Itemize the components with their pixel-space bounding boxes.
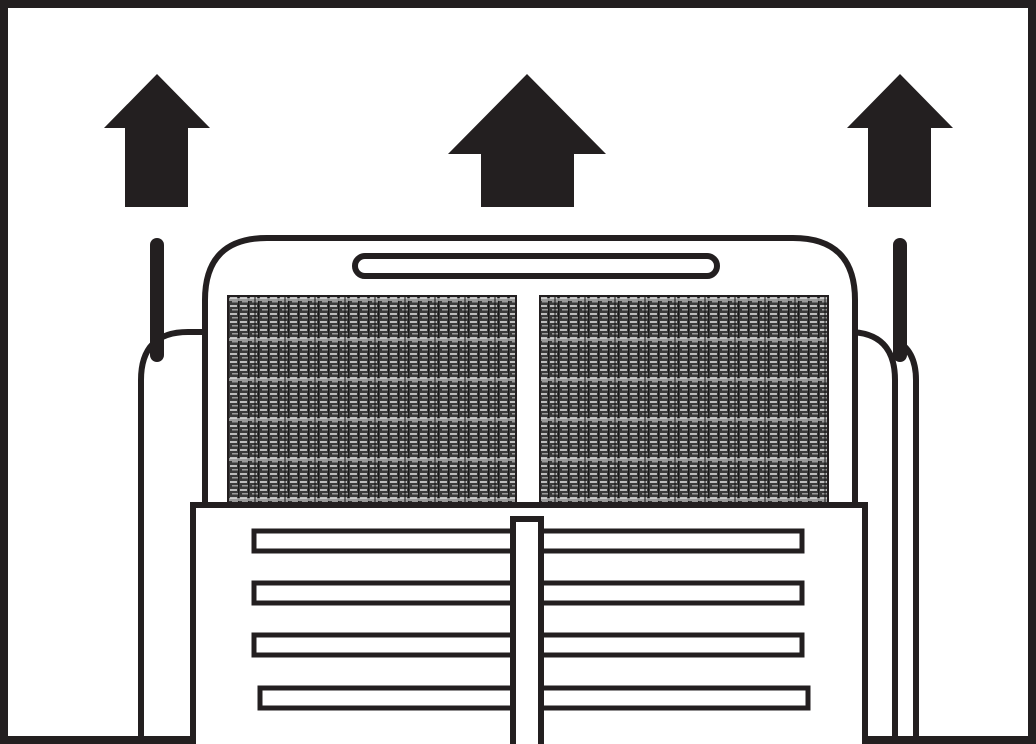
up-arrow-icon xyxy=(448,74,606,207)
up-arrow-icon xyxy=(847,74,953,207)
filter-mesh-right xyxy=(539,295,829,505)
grille-center-bar xyxy=(510,516,544,744)
filter-mesh-left xyxy=(227,295,517,505)
filter-handle xyxy=(352,253,720,279)
up-arrow-icon xyxy=(104,74,210,207)
